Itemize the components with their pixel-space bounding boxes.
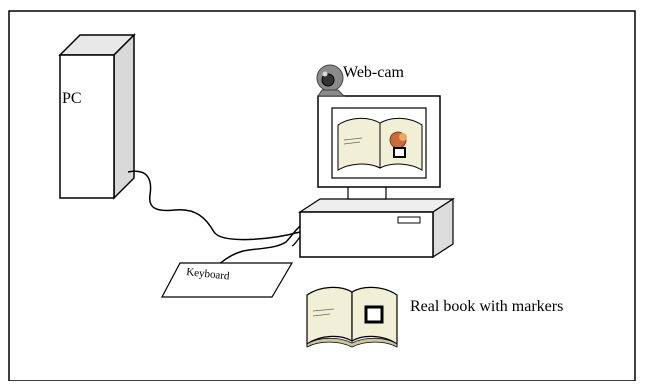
real-book — [306, 286, 398, 348]
webcam-base — [317, 89, 346, 97]
pc-tower-side — [113, 33, 135, 200]
keyboard-label: Keyboard — [186, 266, 231, 283]
monitor-stand — [347, 185, 387, 200]
keyboard — [161, 262, 294, 298]
drive-slot — [397, 216, 421, 224]
book-marker — [364, 305, 384, 324]
pc-tower — [58, 33, 136, 200]
screen-book — [337, 117, 423, 171]
webcam — [316, 64, 346, 97]
webcam-label: Web-cam — [343, 64, 404, 81]
webcam-lens — [321, 73, 335, 87]
pc-label: PC — [62, 90, 82, 107]
screen-marker — [393, 147, 406, 158]
real-book-label: Real book with markers — [410, 298, 563, 315]
pc-cable — [127, 170, 301, 241]
keyboard-cable — [213, 221, 306, 269]
pc-tower-front — [59, 54, 115, 199]
desktop-base — [297, 197, 456, 259]
